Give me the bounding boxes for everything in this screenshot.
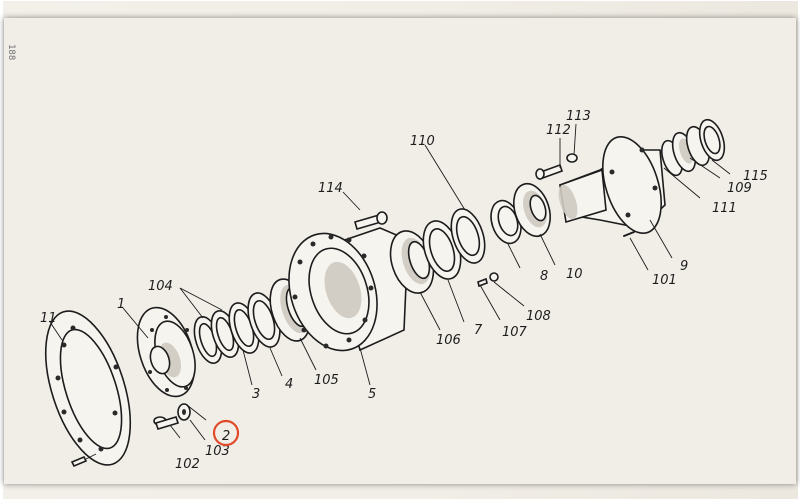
wheel-hub-part bbox=[288, 227, 409, 352]
callout-101: 101 bbox=[652, 273, 677, 288]
callout-105: 105 bbox=[314, 373, 339, 388]
small-bolt-part bbox=[70, 453, 97, 468]
bolt-112-part bbox=[535, 163, 564, 181]
highlight-circle bbox=[212, 419, 240, 447]
callout-4: 4 bbox=[285, 377, 293, 392]
leader-lines bbox=[49, 123, 731, 441]
callout-7: 7 bbox=[474, 323, 483, 338]
ring-7-part bbox=[422, 220, 462, 280]
callout-8: 8 bbox=[540, 269, 548, 284]
callout-111: 109 bbox=[727, 181, 752, 196]
callout-102: 102 bbox=[175, 457, 200, 472]
ring-8-part bbox=[490, 199, 522, 245]
callout-115: 115 bbox=[743, 169, 768, 184]
bolt-102-part bbox=[153, 416, 180, 430]
callout-106: 106 bbox=[436, 333, 461, 348]
callout-104: 104 bbox=[148, 279, 173, 294]
callout-11: 11 bbox=[40, 311, 57, 326]
callout-2: 2 bbox=[222, 429, 230, 444]
seal-109-part bbox=[450, 208, 486, 264]
callout-113: 113 bbox=[566, 109, 591, 124]
callout-labels: 11 1 104 2 102 103 3 4 105 5 114 110 106… bbox=[40, 109, 768, 472]
callout-112: 112 bbox=[546, 123, 571, 138]
gasket-ring-part bbox=[44, 310, 132, 466]
callout-107: 107 bbox=[502, 325, 528, 340]
callout-1: 1 bbox=[117, 297, 125, 312]
pin-101-part bbox=[623, 231, 635, 237]
flange-cover-part bbox=[136, 306, 196, 398]
washer-103-part bbox=[177, 403, 191, 421]
callout-108: 108 bbox=[526, 309, 551, 324]
ring-pair-104-part bbox=[193, 310, 240, 364]
spindle-9-part bbox=[558, 135, 666, 235]
bolt-114-part bbox=[354, 211, 388, 230]
nut-113-part bbox=[566, 153, 578, 163]
screw-107-part bbox=[477, 277, 488, 288]
screw-108-part bbox=[489, 272, 499, 282]
callout-3: 3 bbox=[252, 387, 260, 402]
callout-109: 110 bbox=[410, 134, 435, 149]
callout-10: 10 bbox=[566, 267, 583, 282]
bearing-stack-part bbox=[660, 118, 726, 177]
callout-114: 114 bbox=[318, 181, 343, 196]
callout-110: 111 bbox=[712, 201, 737, 216]
callout-5: 5 bbox=[368, 387, 376, 402]
callout-9: 9 bbox=[680, 259, 688, 274]
ring-10-part bbox=[513, 182, 551, 238]
callout-103: 103 bbox=[205, 444, 230, 459]
